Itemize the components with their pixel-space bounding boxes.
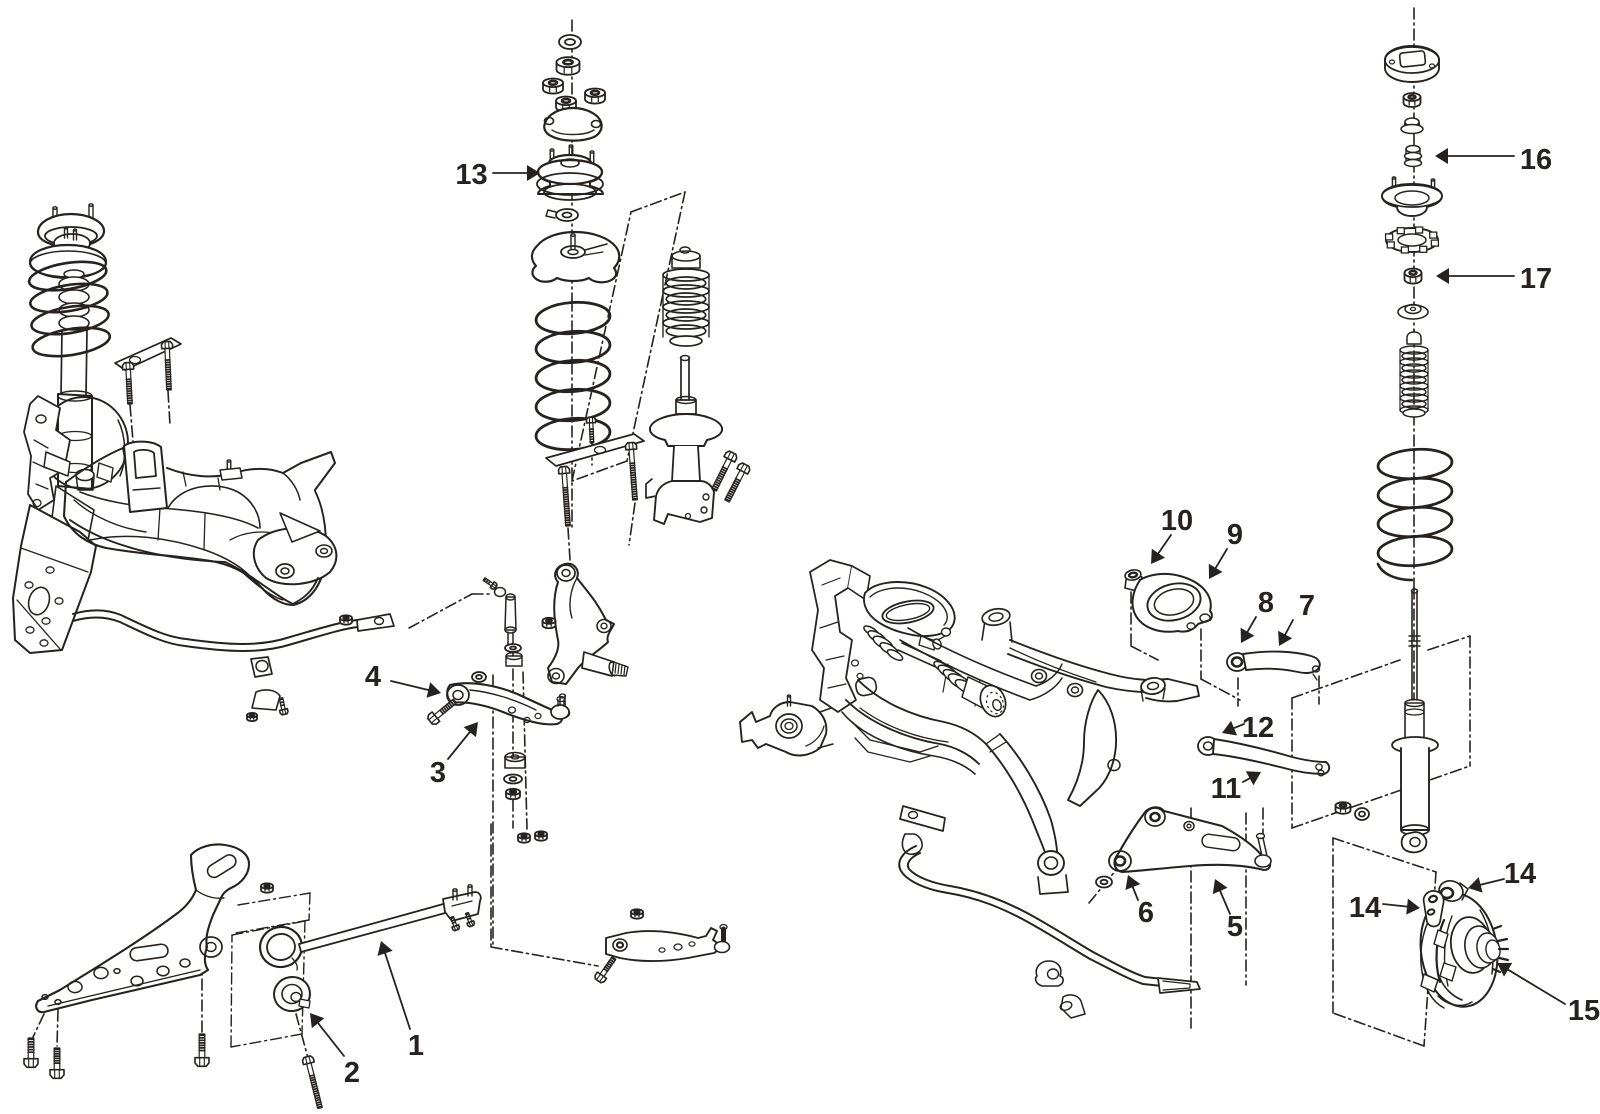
svg-text:8: 8 — [1258, 587, 1274, 619]
svg-text:11: 11 — [1211, 773, 1242, 805]
svg-text:1: 1 — [408, 1030, 424, 1062]
svg-text:14: 14 — [1504, 858, 1536, 890]
svg-text:2: 2 — [344, 1057, 360, 1089]
svg-text:14: 14 — [1349, 892, 1381, 924]
svg-text:10: 10 — [1161, 505, 1193, 537]
svg-text:3: 3 — [430, 757, 446, 789]
svg-text:12: 12 — [1242, 712, 1274, 744]
svg-text:6: 6 — [1138, 897, 1154, 929]
svg-text:17: 17 — [1520, 263, 1552, 295]
svg-text:15: 15 — [1568, 995, 1600, 1027]
svg-text:9: 9 — [1227, 519, 1243, 551]
svg-text:4: 4 — [365, 661, 381, 693]
svg-text:7: 7 — [1299, 590, 1315, 622]
svg-text:13: 13 — [455, 159, 487, 191]
svg-text:5: 5 — [1227, 911, 1243, 943]
svg-text:16: 16 — [1520, 144, 1552, 176]
